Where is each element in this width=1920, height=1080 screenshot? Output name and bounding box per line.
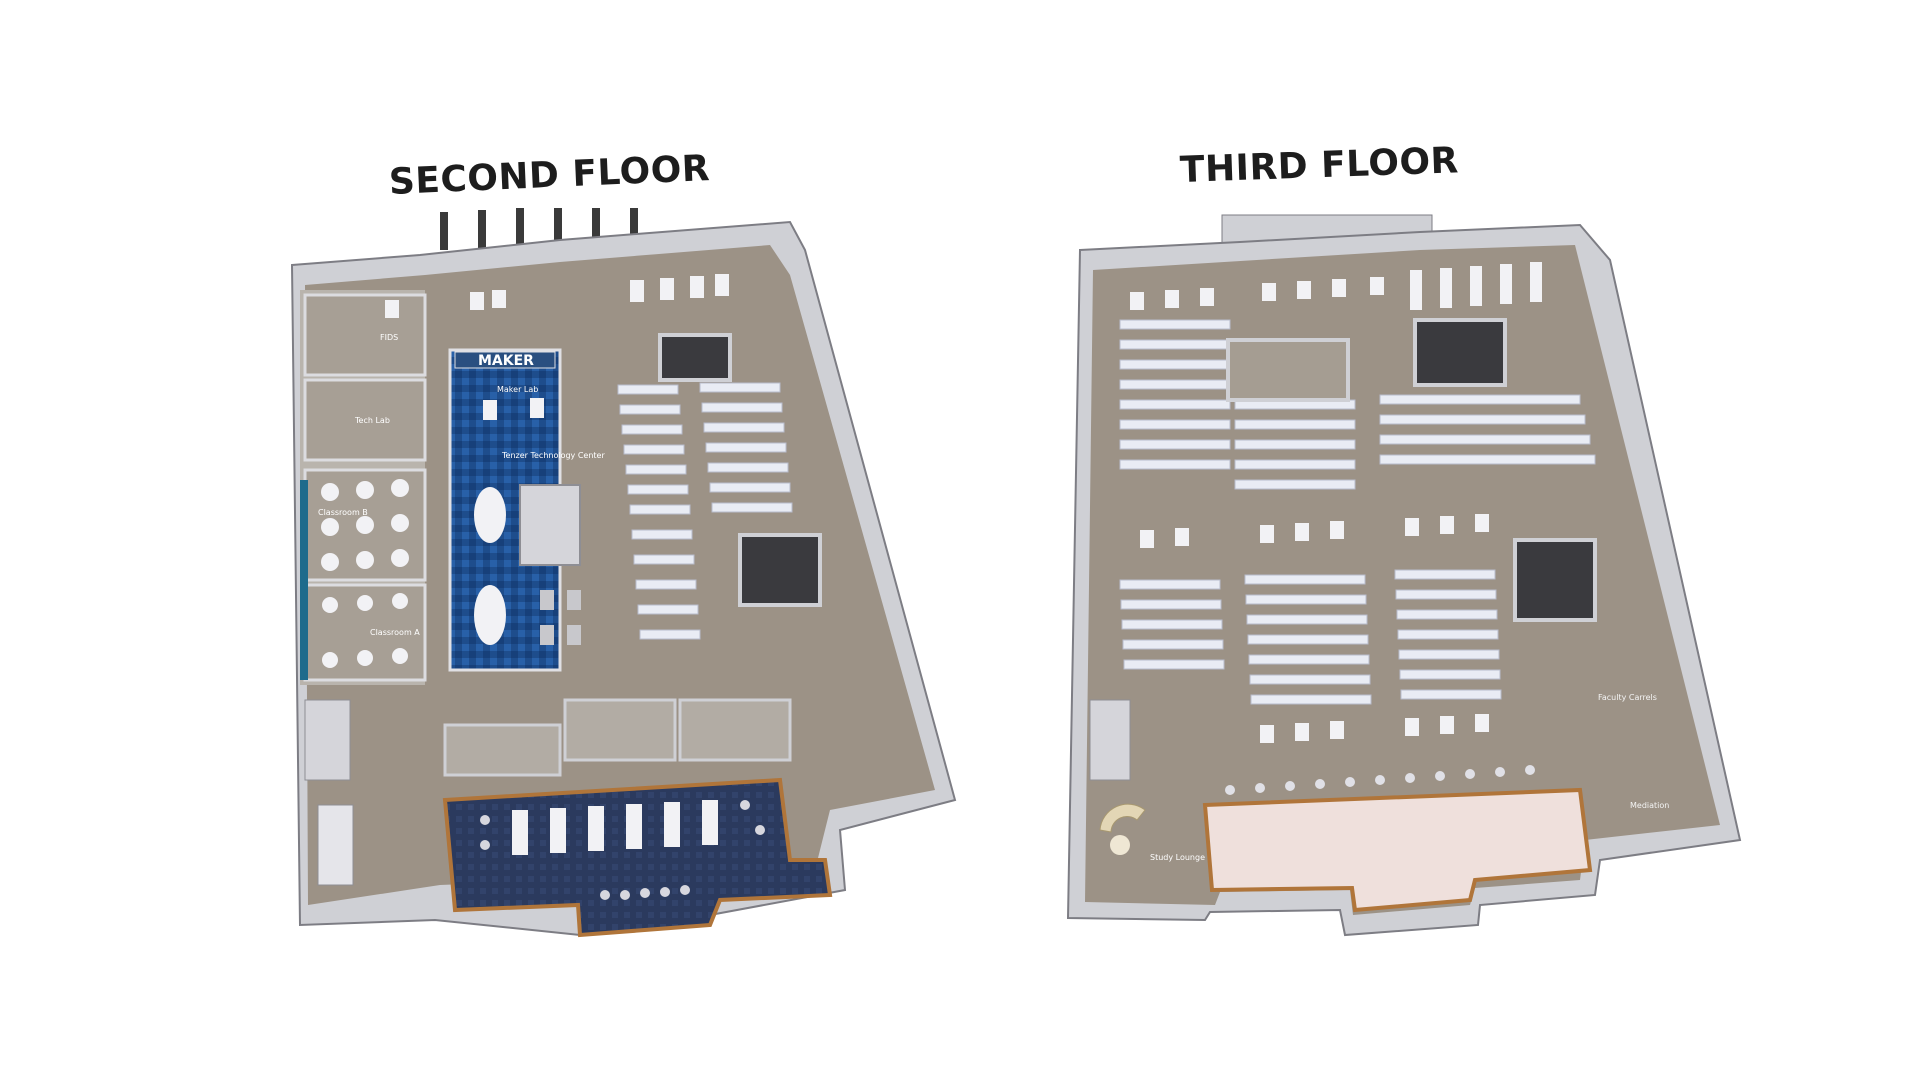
third-floor-top-tables bbox=[1130, 262, 1542, 310]
third-floor-carrels bbox=[1140, 514, 1489, 743]
second-floor-top-tables bbox=[385, 274, 729, 318]
room-labels-third: Faculty Carrels Study Lounge Mediation bbox=[1150, 693, 1669, 862]
second-floor-north-core bbox=[658, 333, 732, 382]
maker-lab-label: Maker Lab bbox=[497, 385, 538, 394]
maker-tables bbox=[474, 398, 544, 645]
third-floor-reading-room bbox=[1202, 787, 1593, 913]
third-floor-reading-chairs bbox=[1225, 765, 1535, 795]
second-floor-plan: MAKER Maker Lab Tenzer Technology Center bbox=[290, 208, 957, 938]
study-lounge-table bbox=[1110, 835, 1130, 855]
faculty-carrels-label: Faculty Carrels bbox=[1598, 693, 1657, 702]
second-floor-stacks bbox=[617, 382, 793, 640]
maker-sign bbox=[454, 351, 556, 369]
third-floor-center-core bbox=[1226, 338, 1350, 402]
study-lounge-label: Study Lounge bbox=[1150, 853, 1205, 862]
classroom-a-tables bbox=[322, 593, 408, 668]
central-stair bbox=[519, 484, 581, 566]
classroom-b-tables bbox=[321, 479, 409, 571]
maker-desks bbox=[540, 590, 581, 645]
classroom-b-label: Classroom B bbox=[318, 508, 368, 517]
classroom-a-label: Classroom A bbox=[370, 628, 420, 637]
reading-room-tables bbox=[512, 800, 718, 855]
reading-room-chairs bbox=[480, 800, 765, 900]
third-floor-stacks bbox=[1119, 319, 1596, 705]
third-floor-north-core bbox=[1413, 318, 1507, 387]
fids-room bbox=[303, 293, 427, 377]
fids-label: FIDS bbox=[380, 333, 398, 342]
tech-center-label: Tenzer Technology Center bbox=[501, 451, 605, 460]
second-floor-reading-room bbox=[442, 777, 833, 938]
third-floor-sw-stair bbox=[1089, 699, 1131, 781]
study-lounge-sofa bbox=[1099, 803, 1146, 833]
maker-label: MAKER bbox=[478, 353, 534, 369]
third-floor-floor bbox=[1085, 245, 1720, 915]
study-rooms-row bbox=[443, 698, 792, 777]
roof-posts bbox=[440, 208, 638, 250]
second-floor-east-core bbox=[738, 533, 822, 607]
third-floor-east-core bbox=[1513, 538, 1597, 622]
south-west-conference bbox=[317, 804, 354, 886]
left-accent-wall bbox=[300, 480, 308, 680]
third-floor-plan: Faculty Carrels Study Lounge Mediation bbox=[1066, 214, 1742, 937]
south-west-stair bbox=[304, 699, 351, 781]
tech-lab-room bbox=[303, 378, 427, 462]
mediation-label: Mediation bbox=[1630, 801, 1669, 810]
room-labels-second: Tech Lab Classroom B Classroom A FIDS bbox=[318, 333, 420, 637]
tech-lab-label: Tech Lab bbox=[354, 416, 390, 425]
